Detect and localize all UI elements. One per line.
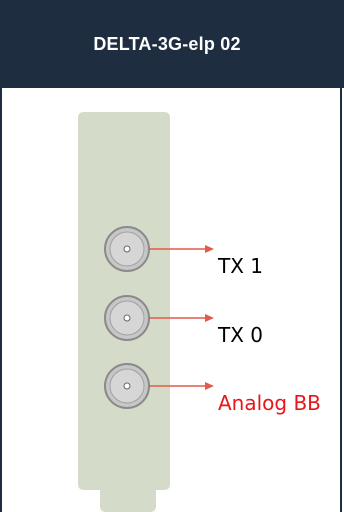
- header-title: DELTA-3G-elp 02: [93, 33, 241, 54]
- connector-tx1: [104, 226, 150, 272]
- port-label-tx0: TX 0: [217, 323, 263, 347]
- connector-analog-bb: [104, 363, 150, 409]
- arrowhead-analog-bb: [205, 382, 214, 390]
- bracket-foot: [100, 460, 156, 512]
- port-label-tx1: TX 1: [217, 254, 263, 278]
- arrowhead-tx1: [205, 245, 214, 253]
- port-label-analog-bb: Analog BB: [218, 391, 321, 415]
- arrowhead-tx0: [205, 314, 214, 322]
- connector-tx0: [104, 295, 150, 341]
- header-bar: DELTA-3G-elp 02: [0, 0, 344, 88]
